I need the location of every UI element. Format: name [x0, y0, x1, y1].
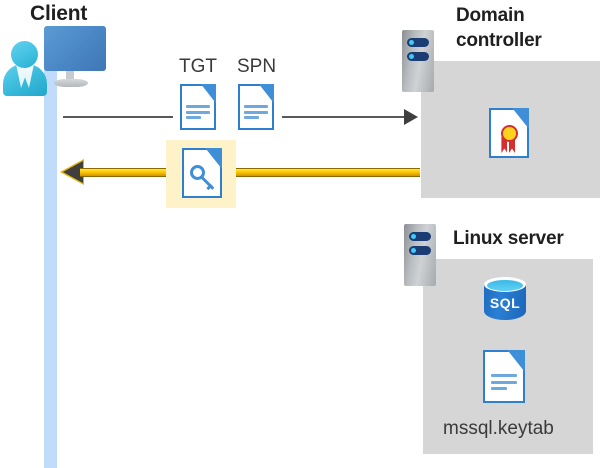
monitor-base-icon [54, 79, 88, 87]
document-line [186, 110, 210, 114]
keytab-filename-label: mssql.keytab [443, 418, 554, 439]
certificate-document-icon [489, 108, 529, 158]
spn-label: SPN [237, 56, 277, 77]
user-head-icon [11, 41, 38, 68]
server-bay-icon [409, 232, 431, 241]
document-line [490, 374, 518, 378]
tgt-document-icon [180, 84, 216, 130]
certificate-ribbon-icon [501, 137, 508, 153]
monitor-stand-icon [66, 71, 74, 81]
database-cylinder-top [487, 279, 523, 291]
response-arrowhead-icon [63, 161, 83, 183]
client-title: Client [30, 2, 88, 25]
domain-controller-server-rack-icon [402, 30, 434, 92]
keytab-document-icon [483, 350, 525, 403]
server-bay-icon [409, 246, 431, 255]
document-line [490, 380, 518, 384]
sql-database-label: SQL [489, 295, 521, 311]
client-icon-group [0, 0, 130, 110]
document-line [244, 116, 259, 120]
document-line [186, 105, 210, 109]
sql-database-icon: SQL [484, 277, 526, 327]
server-bay-icon [407, 52, 429, 61]
response-arrow-segment-right [228, 168, 420, 177]
server-bay-icon [407, 38, 429, 47]
user-collar-icon [16, 64, 34, 88]
document-line [244, 110, 268, 114]
certificate-ribbon-icon [509, 137, 515, 153]
domain-controller-title: Domain controller [456, 5, 542, 51]
linux-server-rack-icon [404, 224, 436, 286]
key-document-icon [182, 148, 222, 198]
certificate-seal-icon [501, 125, 518, 142]
request-arrowhead-icon [404, 109, 418, 125]
monitor-icon [44, 26, 106, 71]
document-line [186, 116, 201, 120]
key-ring-icon [190, 165, 205, 180]
linux-server-title: Linux server [453, 228, 564, 249]
request-arrow-segment-right [282, 116, 406, 118]
request-arrow-segment-left [63, 116, 173, 118]
tgt-label: TGT [179, 56, 217, 77]
client-lifeline [44, 66, 57, 468]
spn-document-icon [238, 84, 274, 130]
response-arrow-segment-left [80, 168, 174, 177]
document-line [490, 387, 508, 391]
document-line [244, 105, 268, 109]
